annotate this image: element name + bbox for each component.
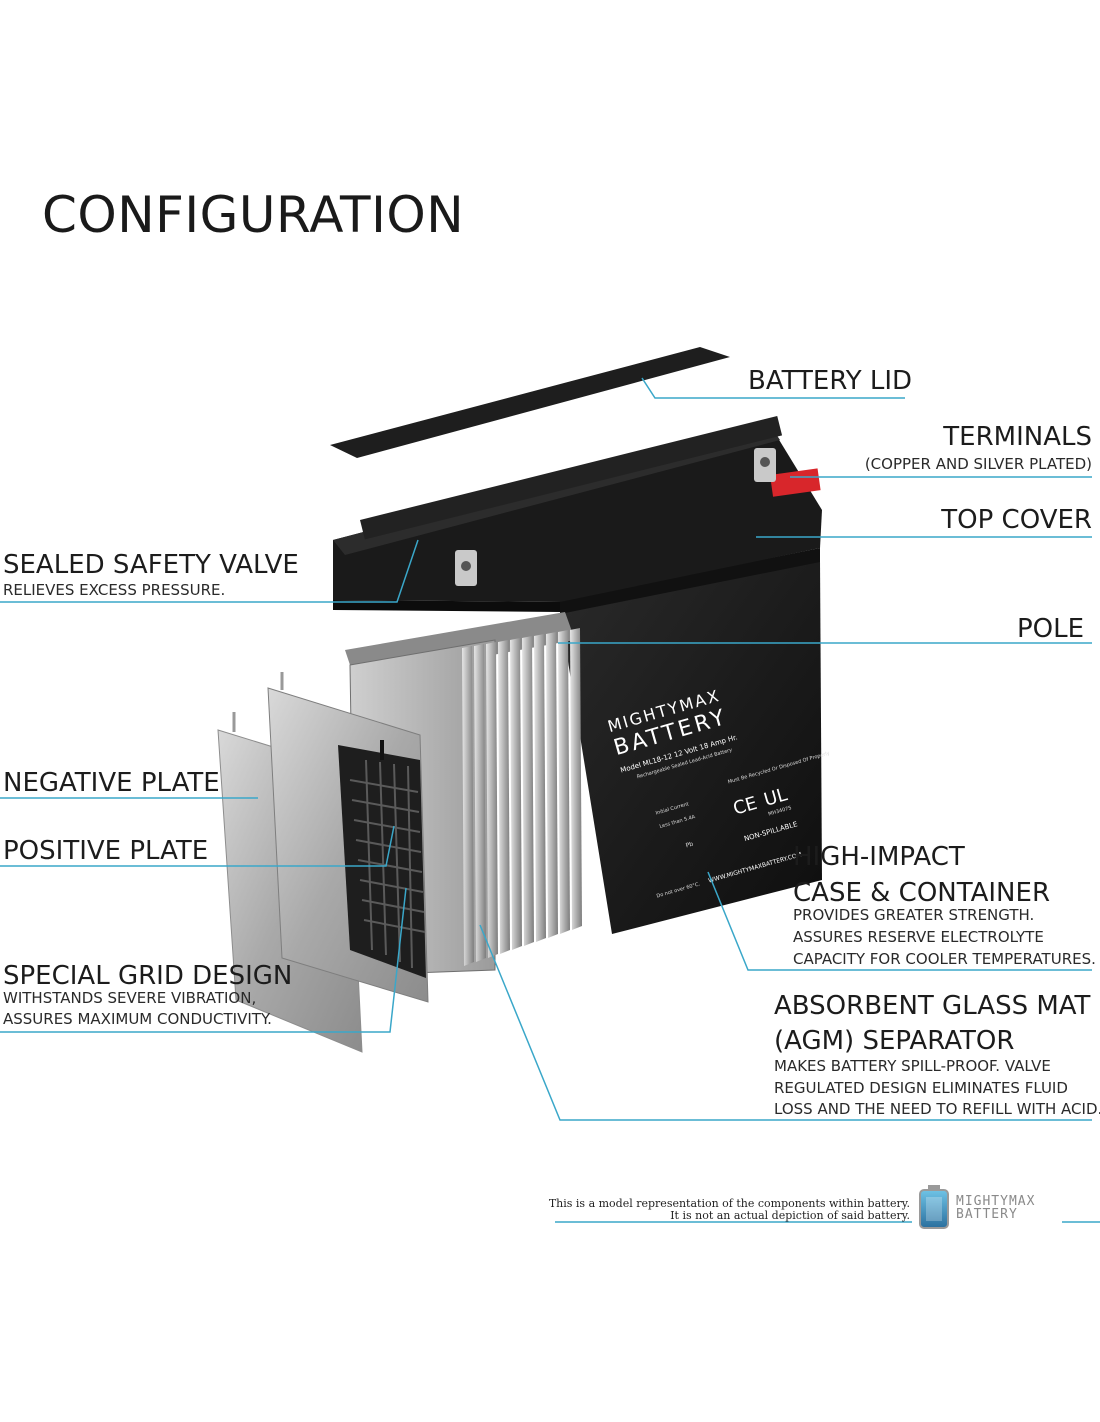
terminal-red-cap	[769, 468, 821, 497]
label-battery-lid: BATTERY LID	[748, 366, 913, 396]
leader-lines	[0, 377, 1100, 1223]
label-terminals-sub: (COPPER AND SILVER PLATED)	[864, 455, 1092, 473]
label-pole: POLE	[1016, 614, 1084, 644]
label-high-impact-sub2: ASSURES RESERVE ELECTROLYTE	[793, 928, 1044, 946]
leader-battery-lid	[641, 377, 905, 399]
leader-high-impact	[707, 871, 1092, 971]
case-pb: Pb	[685, 841, 694, 850]
footer-note-1: This is a model representation of the co…	[548, 1197, 910, 1210]
label-negative-plate: NEGATIVE PLATE	[3, 768, 220, 798]
leader-positive-plate	[0, 825, 395, 867]
label-high-impact-sub1: PROVIDES GREATER STRENGTH.	[793, 906, 1035, 924]
mightymax-logo-icon	[919, 1185, 949, 1229]
leader-grid-design	[0, 887, 407, 1033]
top-cover	[333, 415, 822, 612]
footer-logo-brand-1: MIGHTYMAX	[956, 1194, 1036, 1209]
label-agm-sub3: LOSS AND THE NEED TO REFILL WITH ACID.	[774, 1100, 1100, 1118]
label-high-impact-2: CASE & CONTAINER	[793, 878, 1051, 908]
case-front	[560, 560, 822, 934]
grid-plate	[338, 740, 426, 978]
battery-lid	[330, 347, 730, 458]
label-agm-sub2: REGULATED DESIGN ELIMINATES FLUID	[774, 1079, 1068, 1097]
label-sealed-valve-sub: RELIEVES EXCESS PRESSURE.	[3, 581, 226, 599]
page-title: CONFIGURATION	[42, 186, 465, 244]
label-grid-design: SPECIAL GRID DESIGN	[3, 961, 293, 991]
label-high-impact-1: HIGH-IMPACT	[793, 842, 965, 872]
label-high-impact-sub3: CAPACITY FOR COOLER TEMPERATURES.	[793, 950, 1096, 968]
label-positive-plate: POSITIVE PLATE	[3, 836, 209, 866]
label-agm-sub1: MAKES BATTERY SPILL-PROOF. VALVE	[774, 1057, 1051, 1075]
label-sealed-valve: SEALED SAFETY VALVE	[3, 550, 299, 580]
plate-stack	[345, 612, 582, 976]
footer-note-2: It is not an actual depiction of said ba…	[670, 1209, 910, 1222]
label-grid-design-sub1: WITHSTANDS SEVERE VIBRATION,	[3, 989, 257, 1007]
label-top-cover: TOP COVER	[941, 505, 1092, 535]
leader-agm	[479, 924, 1092, 1121]
leader-sealed-valve	[0, 539, 419, 603]
footer-logo-brand-2: BATTERY	[956, 1207, 1018, 1222]
case-top-inner	[560, 548, 820, 614]
label-agm-2: (AGM) SEPARATOR	[774, 1026, 1015, 1056]
label-grid-design-sub2: ASSURES MAXIMUM CONDUCTIVITY.	[3, 1010, 272, 1028]
label-agm-1: ABSORBENT GLASS MAT	[774, 991, 1091, 1021]
label-terminals: TERMINALS	[943, 422, 1092, 452]
